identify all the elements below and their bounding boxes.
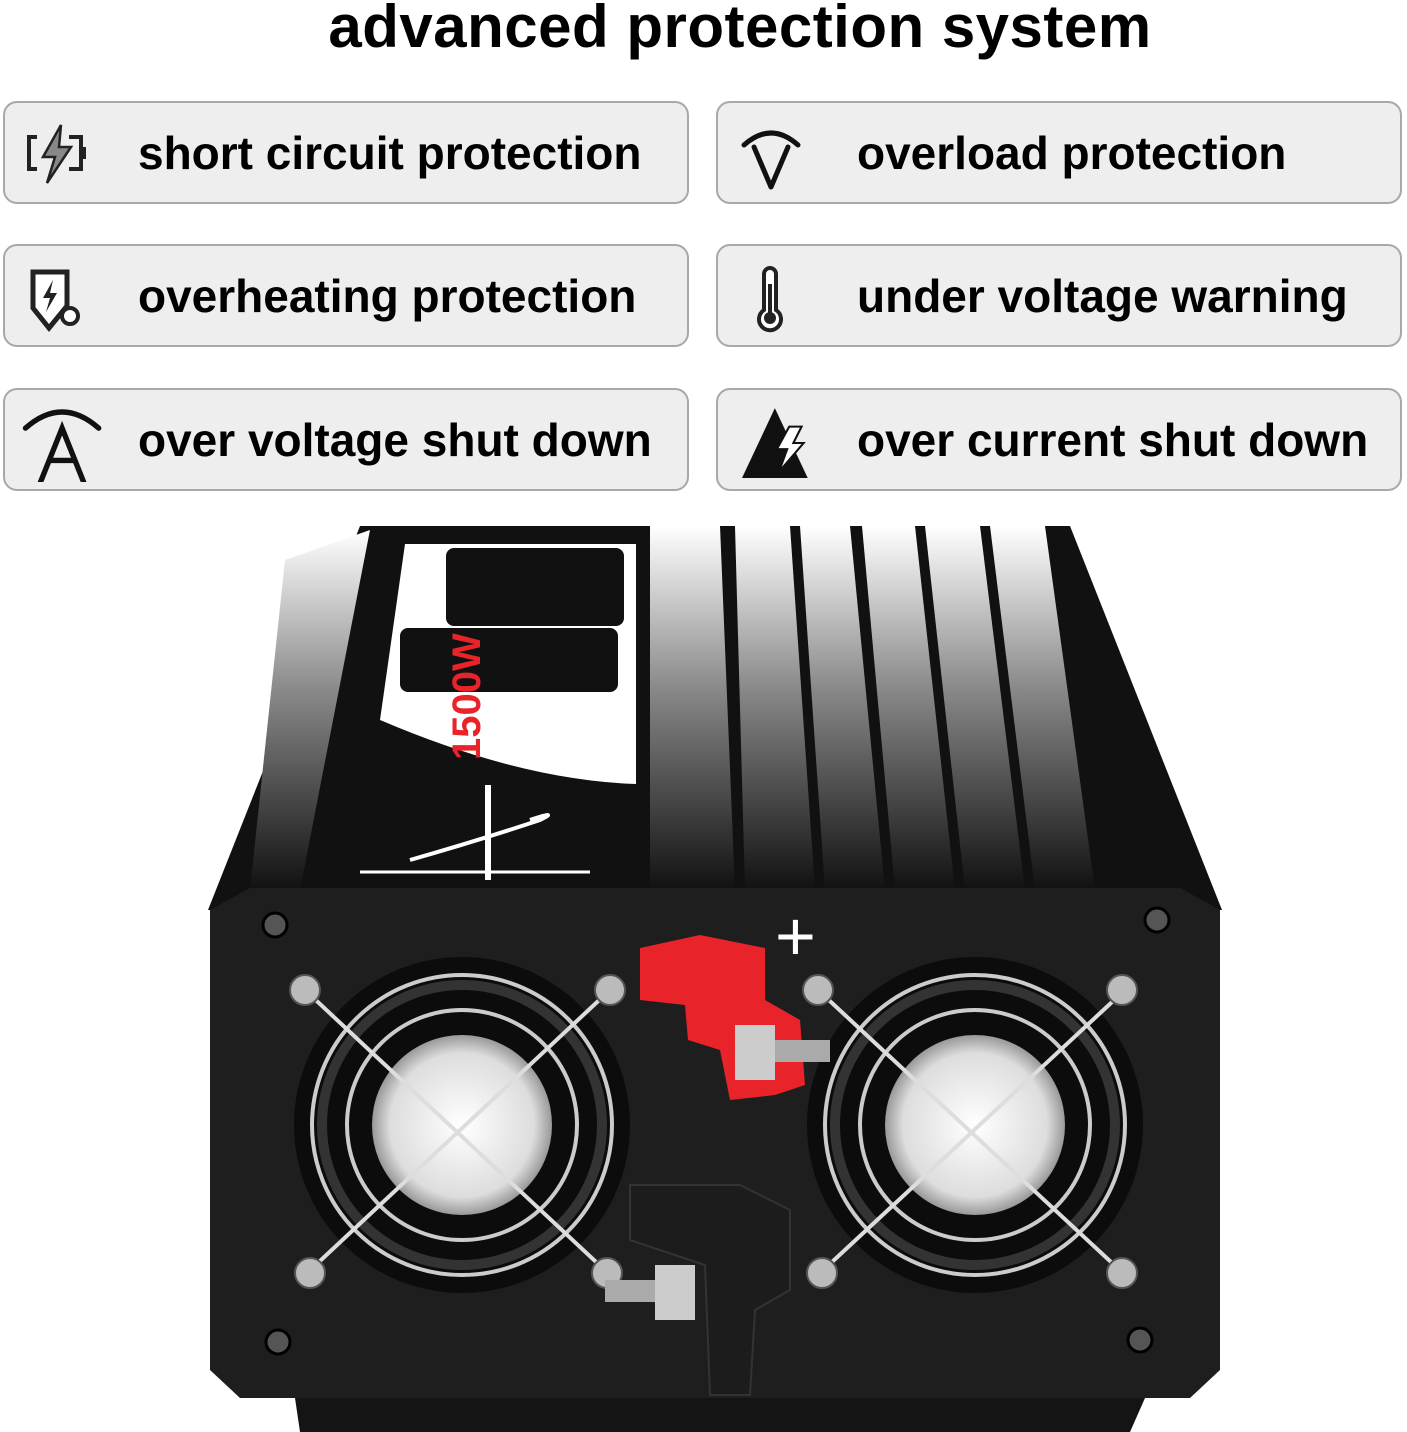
feature-card-under-voltage: under voltage warning (716, 244, 1402, 347)
cooling-fan-left (289, 957, 630, 1293)
page-title: advanced protection system (328, 0, 1152, 60)
positive-sign: + (775, 897, 816, 975)
mounting-base (295, 1398, 1145, 1432)
inverter-product-image: 1500W + (208, 526, 1222, 1432)
negative-terminal (605, 1184, 791, 1396)
feature-card-overheating: overheating protection (3, 244, 689, 347)
feature-card-over-voltage: over voltage shut down (3, 388, 689, 491)
feature-card-short-circuit: short circuit protection (3, 101, 689, 204)
feature-label: over current shut down (857, 413, 1369, 466)
warning-triangle-lightning-icon (742, 408, 808, 478)
feature-label: overheating protection (138, 269, 637, 322)
feature-label: under voltage warning (857, 269, 1348, 322)
cooling-fan-right (802, 957, 1143, 1293)
feature-card-over-current: over current shut down (716, 388, 1402, 491)
feature-label: over voltage shut down (138, 413, 652, 466)
over-voltage-a-icon (22, 409, 102, 482)
feature-label: overload protection (857, 126, 1287, 179)
feature-label: short circuit protection (138, 126, 642, 179)
panel-screws (261, 906, 1171, 1356)
positive-terminal (640, 935, 830, 1100)
feature-card-overload: overload protection (716, 101, 1402, 204)
thermometer-icon (757, 266, 783, 333)
heat-sink-fins (250, 526, 1095, 890)
overload-v-icon (741, 130, 801, 190)
shield-lightning-icon (30, 269, 80, 332)
power-label: 1500W (445, 633, 489, 760)
battery-lightning-icon (27, 124, 86, 184)
